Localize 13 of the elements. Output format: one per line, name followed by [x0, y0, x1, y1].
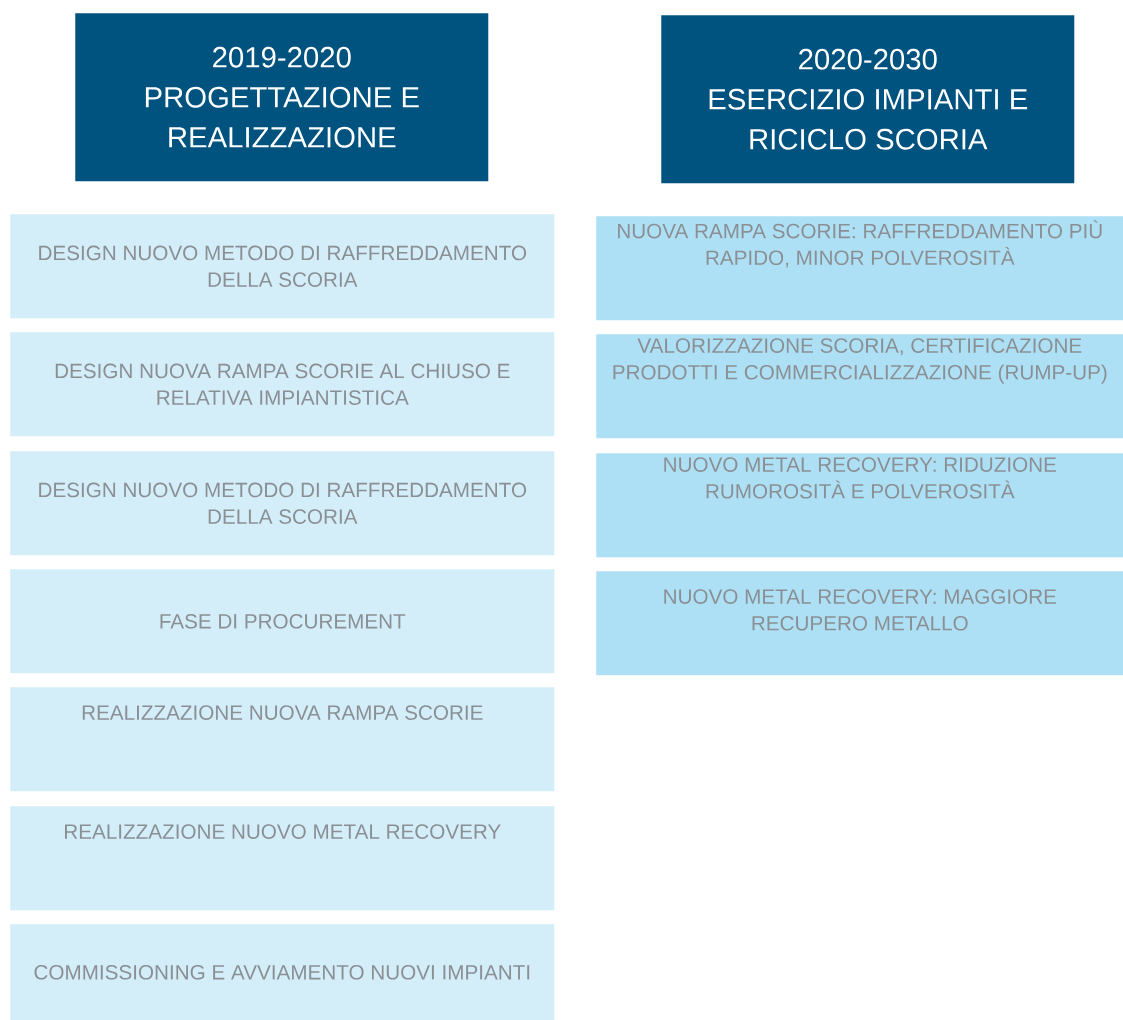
step-box: DESIGN NUOVO METODO DI RAFFREDDAMENTO DELLA SCORIA: [10, 214, 555, 319]
step-box: FASE DI PROCUREMENT: [10, 569, 555, 674]
step-box: DESIGN NUOVA RAMPA SCORIE AL CHIUSO E RELATIVA IMPIANTISTICA: [10, 332, 555, 437]
header-box: 2020-2030 ESERCIZIO IMPIANTI E RICICLO SCORIA: [661, 15, 1075, 184]
step-box: REALIZZAZIONE NUOVO METAL RECOVERY: [10, 806, 555, 911]
step-box: NUOVO METAL RECOVERY: RIDUZIONE RUMOROSITÀ E POLVEROSITÀ: [596, 453, 1123, 558]
header-box: 2019-2020 PROGETTAZIONE E REALIZZAZIONE: [75, 13, 489, 182]
step-box: VALORIZZAZIONE SCORIA, CERTIFICAZIONE PRODOTTI E COMMERCIALIZZAZIONE (RUMP-UP): [596, 334, 1123, 439]
step-box: NUOVA RAMPA SCORIE: RAFFREDDAMENTO PIÙ RAPIDO, MINOR POLVEROSITÀ: [596, 216, 1123, 321]
step-box: COMMISSIONING E AVVIAMENTO NUOVI IMPIANTI: [10, 924, 555, 1020]
step-box: DESIGN NUOVO METODO DI RAFFREDDAMENTO DELLA SCORIA: [10, 451, 555, 556]
step-box: REALIZZAZIONE NUOVA RAMPA SCORIE: [10, 687, 555, 792]
step-box: NUOVO METAL RECOVERY: MAGGIORE RECUPERO METALLO: [596, 571, 1123, 676]
